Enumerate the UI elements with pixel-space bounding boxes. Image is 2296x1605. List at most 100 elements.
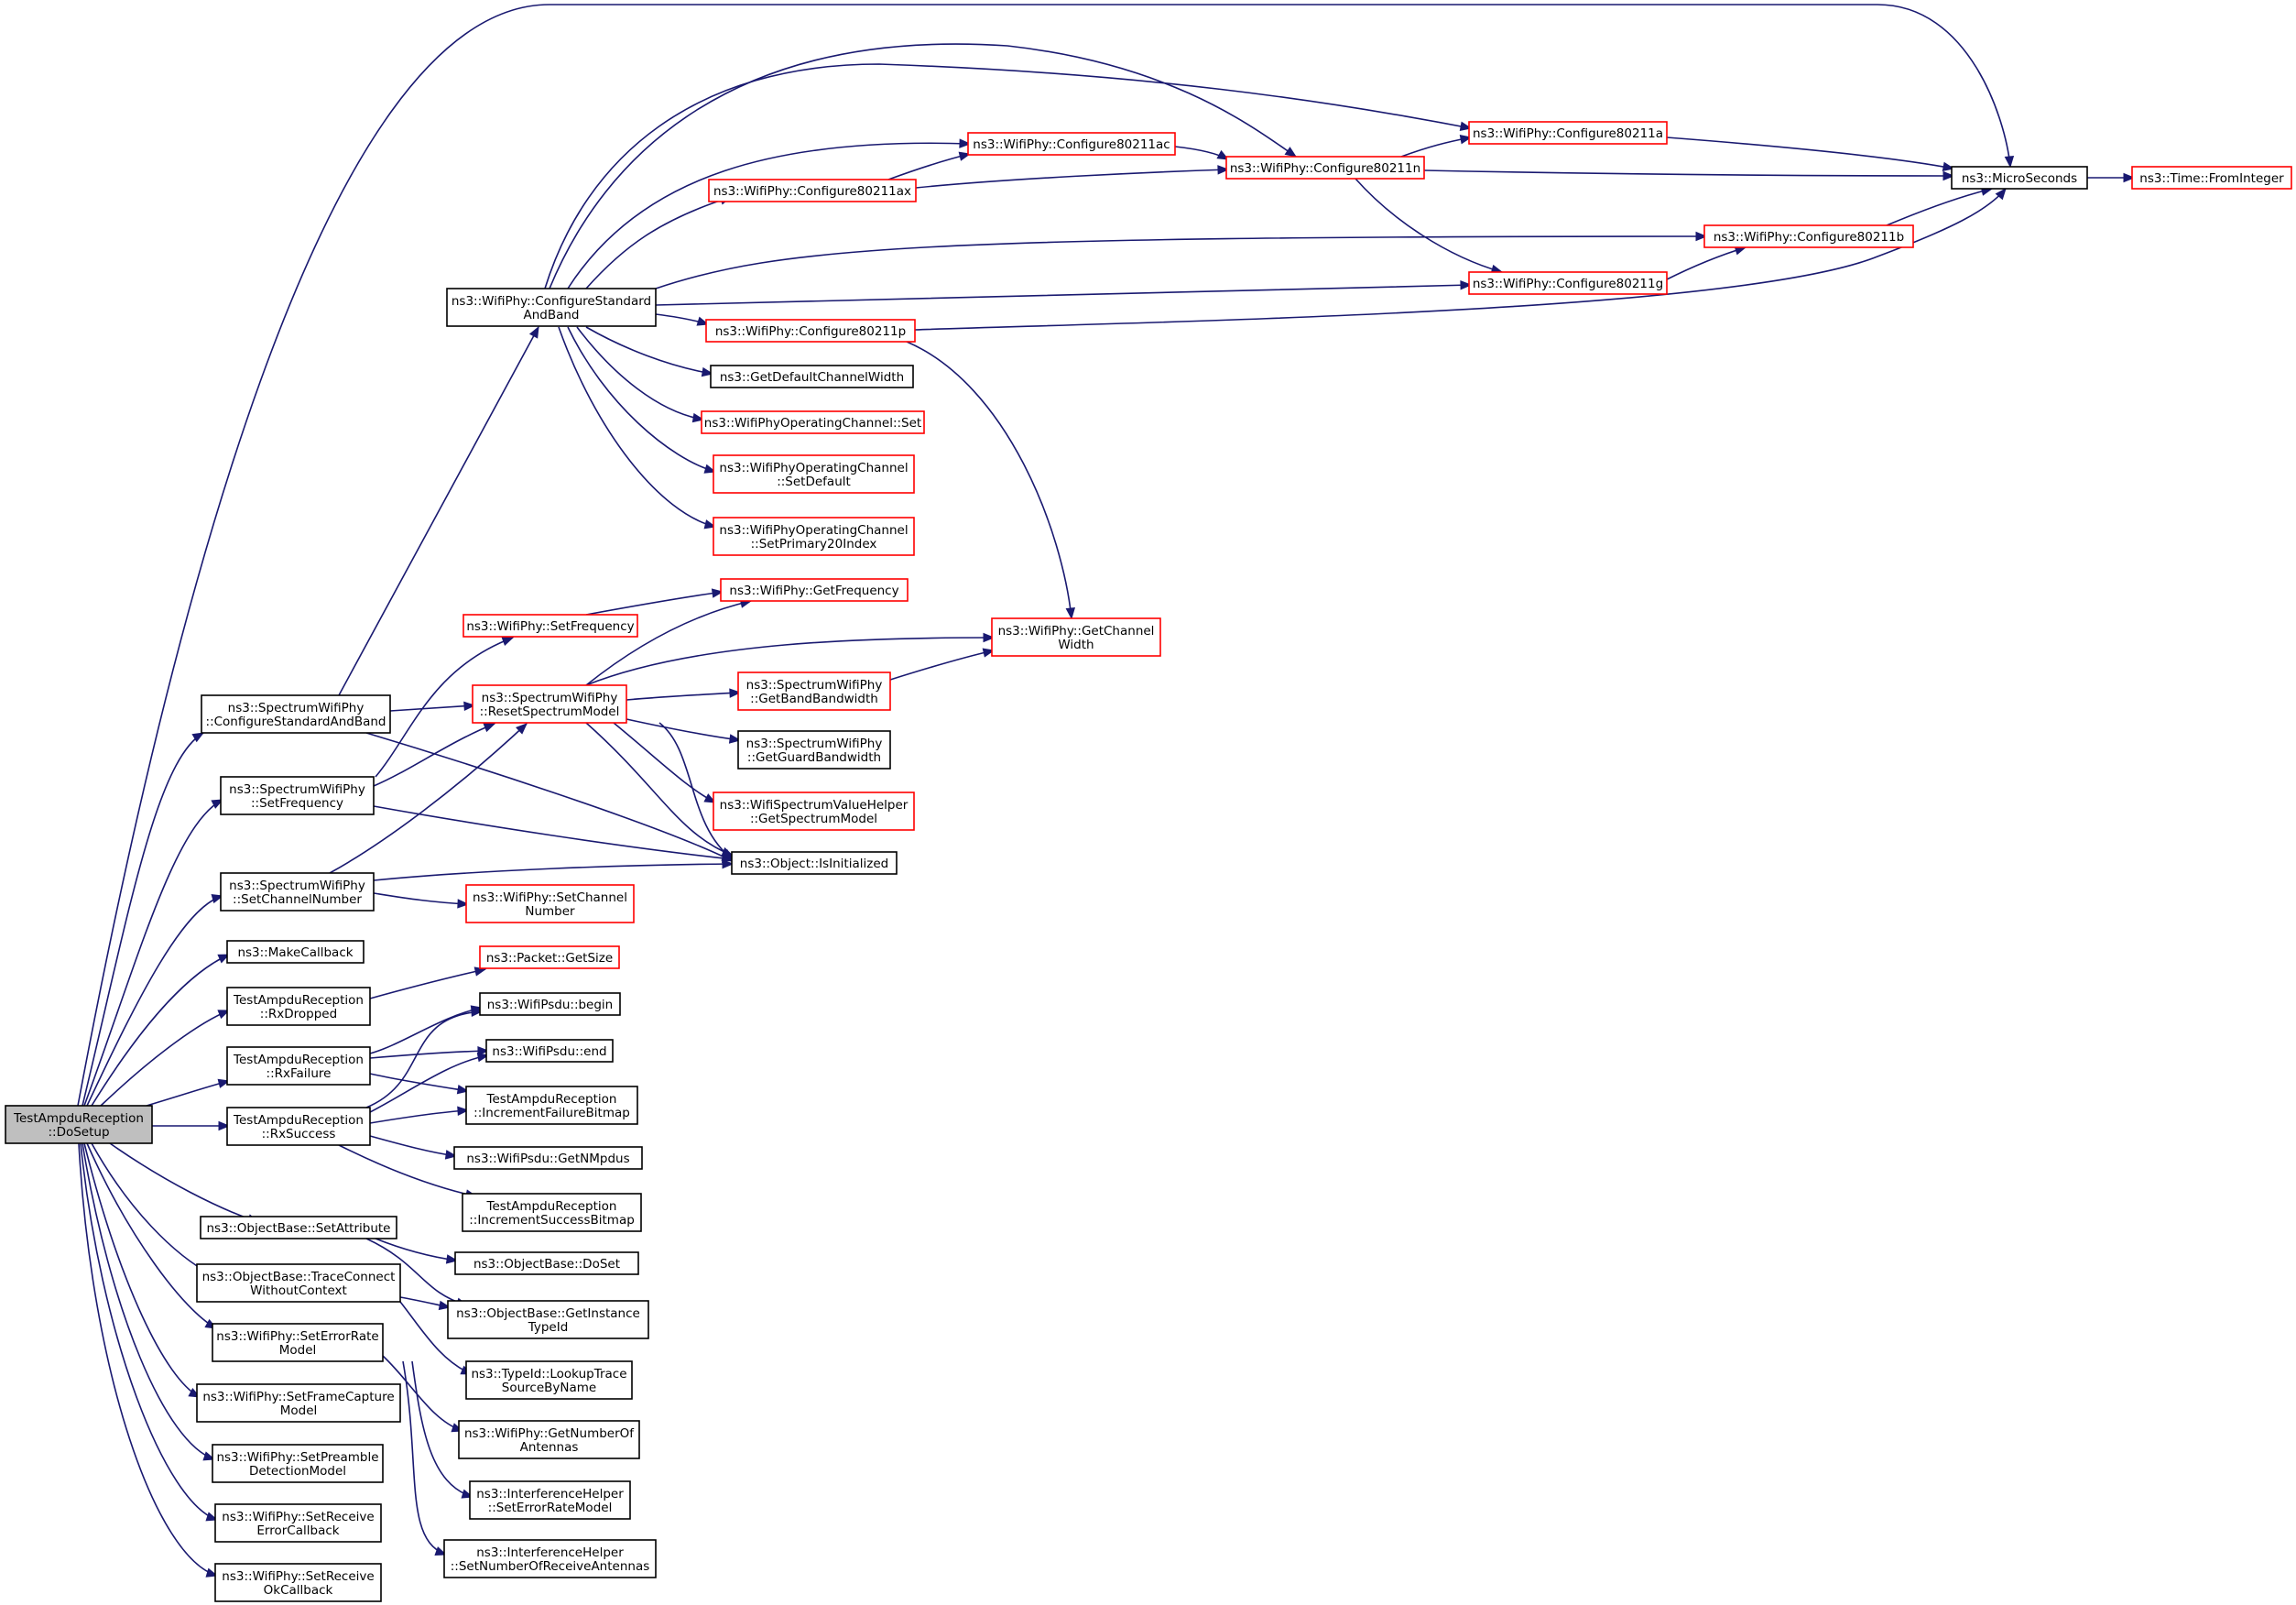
node-label-line: ::ResetSpectrumModel [480, 704, 620, 719]
node-wp-setchnum[interactable]: ns3::WifiPhy::SetChannelNumber [465, 884, 635, 923]
node-woc-setp20[interactable]: ns3::WifiPhyOperatingChannel::SetPrimary… [713, 517, 915, 556]
node-box [196, 1383, 401, 1423]
node-micro[interactable]: ns3::MicroSeconds [1951, 166, 2088, 190]
node-label-line: ns3::WifiPhy::SetFrequency [466, 619, 634, 634]
arrowhead [1460, 280, 1473, 290]
node-woc-setdef[interactable]: ns3::WifiPhyOperatingChannel::SetDefault [713, 454, 915, 494]
node-obj-isinit[interactable]: ns3::Object::IsInitialized [731, 851, 898, 875]
node-dosetup[interactable]: TestAmpduReception::DoSetup [5, 1105, 153, 1144]
edge-dosetup-to-wp-setpre [82, 1142, 215, 1460]
node-inc-fail[interactable]: TestAmpduReception::IncrementFailureBitm… [465, 1086, 638, 1125]
node-box [212, 1323, 384, 1362]
arrowhead [703, 464, 717, 474]
node-label-line: ns3::Time::FromInteger [2139, 171, 2284, 186]
node-spw-reset[interactable]: ns3::SpectrumWifiPhy::ResetSpectrumModel [472, 684, 627, 724]
edge-wp-csab-to-woc-setdef [567, 326, 716, 473]
node-ob-doset[interactable]: ns3::ObjectBase::DoSet [454, 1251, 639, 1275]
node-wp-csab[interactable]: ns3::WifiPhy::ConfigureStandardAndBand [446, 288, 657, 327]
node-spw-setchan[interactable]: ns3::SpectrumWifiPhy::SetChannelNumber [220, 872, 375, 912]
edge-spw-reset-to-wsvh-getsm [613, 722, 716, 803]
node-spw-getband[interactable]: ns3::SpectrumWifiPhy::GetBandBandwidth [737, 671, 891, 711]
node-rxsuccess[interactable]: TestAmpduReception::RxSuccess [226, 1107, 371, 1146]
node-c11ac[interactable]: ns3::WifiPhy::Configure80211ac [967, 132, 1176, 156]
node-wp-setfreq[interactable]: ns3::WifiPhy::SetFrequency [462, 614, 638, 638]
arrowhead [728, 734, 742, 744]
arrowhead [483, 723, 496, 733]
node-c11b[interactable]: ns3::WifiPhy::Configure80211b [1703, 224, 1914, 248]
node-wsvh-getsm[interactable]: ns3::WifiSpectrumValueHelper::GetSpectru… [713, 792, 915, 831]
node-psdu-end[interactable]: ns3::WifiPsdu::end [485, 1039, 614, 1063]
arrowhead [205, 1512, 219, 1522]
node-box [5, 1105, 153, 1144]
edge-rxfailure-to-psdu-begin [369, 1007, 483, 1054]
edge-rxfailure-to-psdu-end [369, 1050, 489, 1059]
node-box [479, 992, 621, 1016]
node-psdu-getn[interactable]: ns3::WifiPsdu::GetNMpdus [453, 1146, 643, 1170]
node-label-line: ns3::WifiPhyOperatingChannel [719, 523, 908, 538]
node-box [485, 1039, 614, 1063]
arrowhead [729, 688, 742, 698]
node-box [226, 940, 365, 964]
node-rxfailure[interactable]: TestAmpduReception::RxFailure [226, 1046, 371, 1086]
node-inc-succ[interactable]: TestAmpduReception::IncrementSuccessBitm… [462, 1193, 642, 1232]
node-label-line: ::SetErrorRateModel [488, 1501, 613, 1515]
node-spw-conf[interactable]: ns3::SpectrumWifiPhy::ConfigureStandardA… [201, 694, 391, 734]
edge-dosetup-to-spw-setfreq [83, 799, 223, 1107]
node-fromint[interactable]: ns3::Time::FromInteger [2131, 166, 2292, 190]
node-c11g[interactable]: ns3::WifiPhy::Configure80211g [1468, 271, 1668, 295]
node-label-line: ns3::WifiPhy::SetReceive [222, 1510, 374, 1524]
node-spw-setfreq[interactable]: ns3::SpectrumWifiPhy::SetFrequency [220, 776, 375, 815]
node-ob-setattr[interactable]: ns3::ObjectBase::SetAttribute [200, 1216, 397, 1239]
node-label-line: ::RxDropped [260, 1007, 337, 1021]
node-box [469, 1480, 631, 1520]
arrowhead [2004, 156, 2015, 169]
arrowhead [1459, 135, 1473, 145]
node-rxdropped[interactable]: TestAmpduReception::RxDropped [226, 987, 371, 1026]
arrowhead [701, 366, 714, 377]
node-label-line: ::IncrementFailureBitmap [473, 1106, 630, 1120]
node-c11a[interactable]: ns3::WifiPhy::Configure80211a [1468, 121, 1668, 145]
edge-wp-csab-to-c11ax [585, 196, 732, 289]
node-pkt-getsize[interactable]: ns3::Packet::GetSize [479, 945, 620, 969]
node-c11p[interactable]: ns3::WifiPhy::Configure80211p [705, 319, 916, 343]
edge-rxdropped-to-pkt-getsize [369, 968, 486, 999]
node-wp-seterr[interactable]: ns3::WifiPhy::SetErrorRateModel [212, 1323, 384, 1362]
node-label-line: ::GetGuardBandwidth [747, 750, 881, 765]
node-box [226, 1046, 371, 1086]
edge-wp-csab-to-woc-setp20 [558, 326, 716, 528]
node-wp-getfreq[interactable]: ns3::WifiPhy::GetFrequency [720, 578, 909, 602]
node-ih-seterr[interactable]: ns3::InterferenceHelper::SetErrorRateMod… [469, 1480, 631, 1520]
node-c11n[interactable]: ns3::WifiPhy::Configure80211n [1225, 156, 1425, 180]
node-box [708, 179, 917, 202]
node-box [453, 1146, 643, 1170]
node-makecb[interactable]: ns3::MakeCallback [226, 940, 365, 964]
node-box [226, 1107, 371, 1146]
node-getdefcw[interactable]: ns3::GetDefaultChannelWidth [710, 365, 914, 388]
node-ob-trace[interactable]: ns3::ObjectBase::TraceConnectWithoutCont… [196, 1263, 401, 1303]
node-label-line: ns3::WifiPhy::SetPreamble [216, 1450, 378, 1465]
edge-rxsuccess-to-inc-fail [369, 1109, 469, 1124]
node-label-line: WithoutContext [250, 1283, 347, 1298]
edge-rxsuccess-to-psdu-begin [365, 1010, 483, 1108]
node-label-line: ns3::SpectrumWifiPhy [746, 737, 883, 751]
edge-c11p-to-micro [914, 188, 2007, 331]
edge-wp-csab-to-c11n [549, 43, 1297, 289]
node-c11ax[interactable]: ns3::WifiPhy::Configure80211ax [708, 179, 917, 202]
node-box [701, 410, 925, 434]
node-ih-setnum[interactable]: ns3::InterferenceHelper::SetNumberOfRece… [443, 1539, 657, 1578]
node-label-line: ns3::WifiPhy::Configure80211ac [973, 137, 1170, 152]
arrowhead [217, 1010, 231, 1020]
node-psdu-begin[interactable]: ns3::WifiPsdu::begin [479, 992, 621, 1016]
node-woc-set[interactable]: ns3::WifiPhyOperatingChannel::Set [701, 410, 925, 434]
node-spw-getguard[interactable]: ns3::SpectrumWifiPhy::GetGuardBandwidth [737, 730, 891, 770]
edge-spw-setfreq-to-wp-setfreq [375, 637, 514, 778]
node-label-line: ns3::WifiPsdu::end [492, 1044, 606, 1059]
